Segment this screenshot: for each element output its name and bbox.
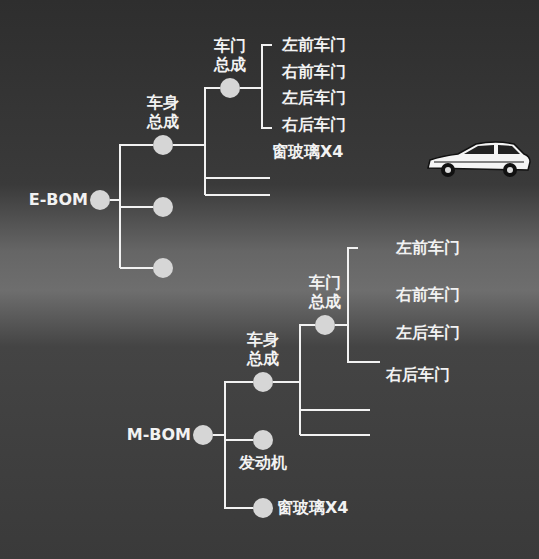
bom-circle-node: E-BOM — [90, 190, 110, 210]
circle-shape — [193, 425, 213, 445]
part-name: 左前车门 — [282, 37, 346, 53]
part-name: 左后车门 — [396, 325, 460, 341]
node-label: 车身总成 — [247, 331, 279, 368]
part-name: 右后车门 — [386, 367, 450, 383]
part-name: 左前车门 — [396, 240, 460, 256]
tree-connector — [173, 88, 220, 145]
tree-lines — [120, 45, 380, 435]
part-name: 右后车门 — [282, 117, 346, 133]
circle-shape — [90, 190, 110, 210]
bom-circle-node: 发动机 — [253, 430, 273, 450]
part-name: 右前车门 — [396, 287, 460, 303]
bom-circle-node: 车身总成 — [253, 372, 273, 392]
circle-shape — [253, 430, 273, 450]
bom-circle-node: 车身总成 — [153, 135, 173, 155]
circle-shape — [253, 498, 273, 518]
node-label: 车门总成 — [309, 274, 341, 311]
node-label: 车身总成 — [147, 94, 179, 131]
circle-shape — [220, 78, 240, 98]
circle-shape — [153, 135, 173, 155]
bom-circle-node: 车门总成 — [315, 315, 335, 335]
car-illustration — [428, 142, 530, 177]
part-name: 右前车门 — [282, 64, 346, 80]
bom-circle-node: M-BOM — [193, 425, 213, 445]
node-label: 车门总成 — [214, 37, 246, 74]
tree-connector — [213, 382, 253, 435]
tree-connector — [110, 145, 153, 200]
circle-shape — [253, 372, 273, 392]
part-name: 左后车门 — [282, 90, 346, 106]
node-label: E-BOM — [29, 191, 88, 209]
node-label: 窗玻璃X4 — [277, 499, 348, 517]
bom-circle-node: 窗玻璃X4 — [253, 498, 273, 518]
empty-circles — [153, 197, 173, 278]
part-name: 窗玻璃X4 — [272, 144, 343, 160]
circle-shape — [315, 315, 335, 335]
tree-connector — [273, 325, 315, 382]
node-label: M-BOM — [127, 426, 191, 444]
node-label: 发动机 — [239, 454, 287, 472]
bom-circle-node: 车门总成 — [220, 78, 240, 98]
